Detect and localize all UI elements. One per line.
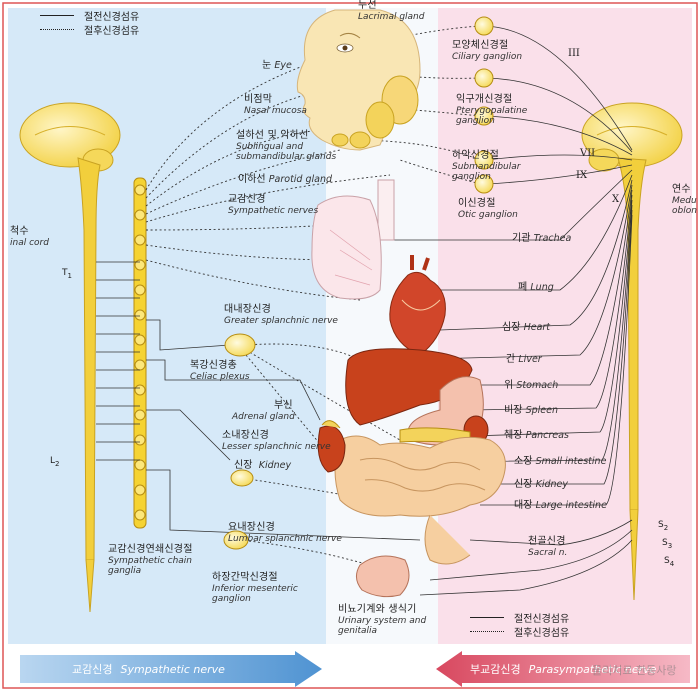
eye-label: 눈 Eye	[262, 60, 292, 71]
salivary-glands-label: 설하선 및 악하선 Sublingual and submandibular g…	[236, 130, 337, 162]
lesser-splanchnic-label: 소내장신경 Lesser splanchnic nerve	[222, 430, 331, 452]
medulla-label: 연수 Medu oblon	[672, 184, 697, 216]
abdominal-ganglia	[223, 333, 346, 550]
submandibular-ganglion-label: 하악신경절 Submandibular ganglion	[452, 150, 521, 182]
cranial-nerve-iii: III	[568, 48, 580, 59]
lungs-trachea	[311, 179, 395, 300]
postganglionic-legend-line	[40, 28, 74, 30]
greater-splanchnic-label: 대내장신경 Greater splanchnic nerve	[224, 304, 338, 326]
legend-top: 절전신경섬유 절후신경섬유	[40, 8, 140, 37]
postganglionic-lines-right	[349, 25, 481, 185]
heart	[389, 255, 446, 356]
sacral-level-s4: S4	[664, 556, 675, 568]
preganglionic-legend-line	[40, 14, 74, 16]
organ-label-liver: 간 Liver	[506, 354, 542, 365]
kidney-sympathetic-label: 신장 Kidney	[234, 460, 292, 471]
organ-label-pancreas: 췌장 Pancreas	[504, 430, 569, 441]
postganglionic-legend-line	[470, 630, 504, 632]
otic-ganglion-label: 이신경절 Otic ganglion	[458, 198, 518, 220]
preganglionic-legend-line	[470, 616, 504, 618]
organ-label-large-intestine: 대장 Large intestine	[514, 500, 607, 511]
cranial-nerve-vii: VII	[580, 148, 596, 159]
chain-ganglia-label: 교감신경연쇄신경절 Sympathetic chain ganglia	[108, 544, 193, 576]
ciliary-ganglion-label: 모양체신경절 Ciliary ganglion	[452, 40, 523, 62]
cranial-ganglia	[474, 16, 494, 194]
organ-label-lung: 폐 Lung	[518, 282, 554, 293]
preganglionic-lines-right	[389, 25, 633, 596]
organ-label-stomach: 위 Stomach	[504, 380, 559, 391]
watermark: 물리치료 한동사랑	[592, 664, 677, 677]
preganglionic-lines-left	[96, 261, 421, 541]
postganglionic-legend-label: 절후신경섬유	[84, 25, 140, 37]
organ-label-spleen: 비장 Spleen	[504, 405, 559, 416]
cranial-nerve-x: X	[612, 194, 620, 205]
nasal-mucosa-label: 비점막 Nasal mucosa	[244, 94, 307, 116]
pterygopalatine-ganglion-label: 익구개신경절 Pterygopalatine ganglion	[456, 94, 528, 126]
organ-label-small-intestine: 소장 Small intestine	[514, 456, 607, 467]
sacral-nerve-label: 천골신경 Sacral n.	[528, 536, 568, 558]
l2-label: L2	[50, 456, 60, 468]
organ-label-heart: 심장 Heart	[502, 322, 551, 333]
sympathetic-arrow	[20, 651, 322, 687]
parotid-gland-label: 이하선 Parotid gland	[238, 174, 333, 185]
organ-label-trachea: 기관 Trachea	[512, 233, 572, 244]
celiac-plexus-label: 복강신경총 Celiac plexus	[190, 360, 250, 382]
urinary-system	[356, 555, 410, 598]
t1-label: T1	[62, 268, 72, 280]
sympathetic-nerves-label: 교감신경 Sympathetic nerves	[228, 194, 319, 216]
left-spinal-cord	[19, 102, 121, 613]
adrenal-gland-label: 부신 Adrenal gland	[232, 400, 295, 422]
postganglionic-legend-label: 절후신경섬유	[514, 627, 570, 639]
urinary-genitalia-label: 비뇨기계와 생식기 Urinary system and genitalia	[338, 604, 427, 636]
inferior-mesenteric-label: 하장간막신경절 Inferior mesenteric ganglion	[212, 572, 298, 604]
intestines	[334, 435, 506, 565]
head-illustration	[296, 9, 421, 151]
right-spinal-cord	[581, 102, 683, 601]
lumbar-splanchnic-label: 요내장신경 Lumbar splanchnic nerve	[228, 522, 342, 544]
spinal-cord-label: 척수 inal cord	[10, 226, 49, 248]
organ-label-kidney: 신장 Kidney	[514, 479, 568, 490]
sacral-level-s2: S2	[658, 520, 669, 532]
sacral-level-s3: S3	[662, 538, 673, 550]
legend-bottom: 절전신경섬유 절후신경섬유	[470, 610, 570, 639]
preganglionic-legend-label: 절전신경섬유	[84, 11, 140, 23]
parasympathetic-arrow	[436, 651, 690, 687]
preganglionic-legend-label: 절전신경섬유	[514, 613, 570, 625]
cranial-nerve-ix: IX	[576, 170, 588, 181]
sympathetic-chain	[133, 177, 147, 529]
lacrimal-gland-label: 누선 Lacrimal gland	[358, 0, 425, 22]
